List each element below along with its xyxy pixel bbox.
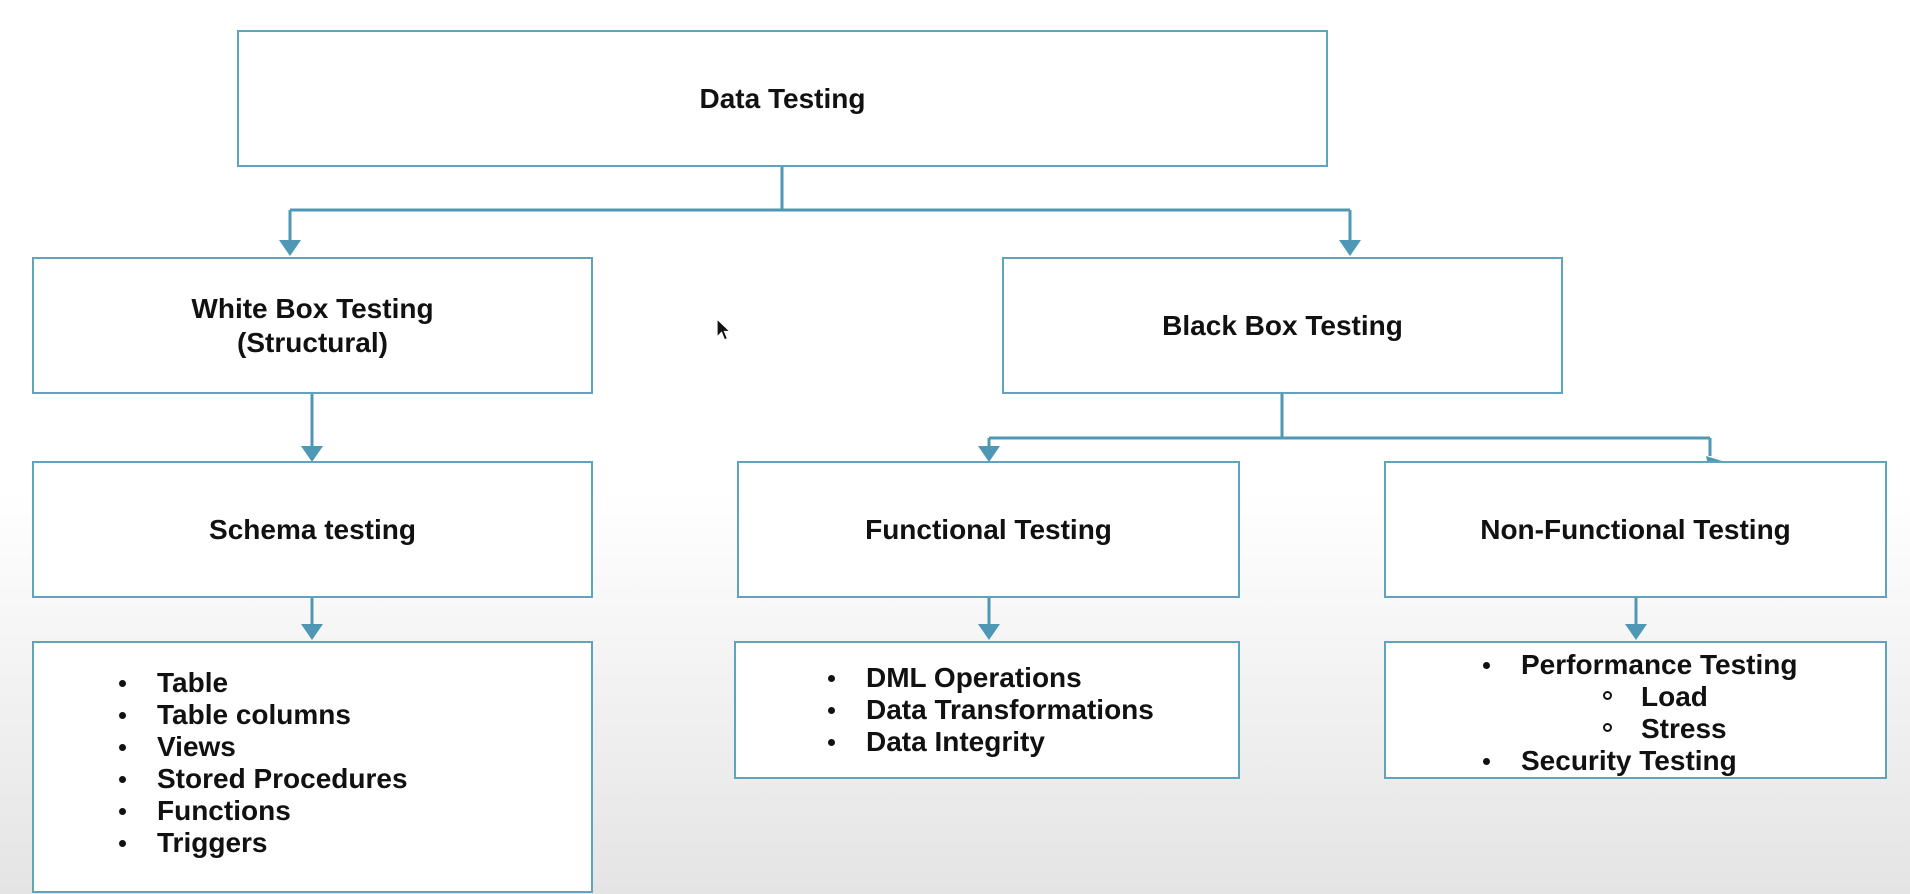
arrowhead-functional-list <box>978 624 1000 640</box>
functional-testing-box: Functional Testing <box>737 461 1240 598</box>
arrowhead-black-box <box>1339 240 1361 256</box>
list-item-table: Table <box>119 667 408 699</box>
arrowhead-functional <box>978 446 1000 462</box>
list-item-data-transformations: Data Transformations <box>828 694 1154 725</box>
connector-root-split <box>290 166 1350 212</box>
arrowhead-nonfunctional-list <box>1625 624 1647 640</box>
schema-items-box: Table Table columns Views Stored Procedu… <box>32 641 593 893</box>
arrowhead-schema-list <box>301 624 323 640</box>
arrowhead-white-box <box>279 240 301 256</box>
list-item-dml-operations: DML Operations <box>828 662 1154 694</box>
non-functional-testing-box: Non-Functional Testing <box>1384 461 1887 598</box>
list-item-stress: Stress <box>1602 713 1797 745</box>
arrowhead-schema <box>301 446 323 462</box>
schema-items-list: Table Table columns Views Stored Procedu… <box>119 667 408 859</box>
functional-items-list: DML Operations Data Transformations Data… <box>828 662 1154 758</box>
mouse-cursor-icon <box>716 318 732 341</box>
white-box-title: White Box Testing <box>191 292 434 324</box>
white-box-testing-box: White Box Testing (Structural) <box>32 257 593 394</box>
non-functional-items-box: Performance Testing Load Stress Security… <box>1384 641 1887 779</box>
list-item-data-integrity: Data Integrity <box>828 726 1154 758</box>
connector-black-split <box>989 393 1710 440</box>
list-item-views: Views <box>119 731 408 763</box>
non-functional-label: Non-Functional Testing <box>1480 513 1791 545</box>
schema-label: Schema testing <box>209 513 416 545</box>
black-box-testing-box: Black Box Testing <box>1002 257 1563 394</box>
list-item-functions: Functions <box>119 795 408 827</box>
list-item-triggers: Triggers <box>119 827 408 859</box>
list-item-security-testing: Security Testing <box>1482 745 1797 777</box>
non-functional-items-list: Performance Testing Load Stress Security… <box>1482 649 1798 777</box>
list-item-stored-procedures: Stored Procedures <box>119 763 408 794</box>
root-box-data-testing: Data Testing <box>237 30 1328 167</box>
functional-items-box: DML Operations Data Transformations Data… <box>734 641 1240 779</box>
list-item-performance-testing: Performance Testing <box>1482 649 1798 680</box>
black-box-label: Black Box Testing <box>1162 309 1403 341</box>
functional-label: Functional Testing <box>865 513 1112 545</box>
schema-testing-box: Schema testing <box>32 461 593 598</box>
list-item-load: Load <box>1602 681 1797 713</box>
list-item-table-columns: Table columns <box>119 699 408 731</box>
root-label: Data Testing <box>699 82 866 114</box>
white-box-subtitle: (Structural) <box>237 326 388 358</box>
